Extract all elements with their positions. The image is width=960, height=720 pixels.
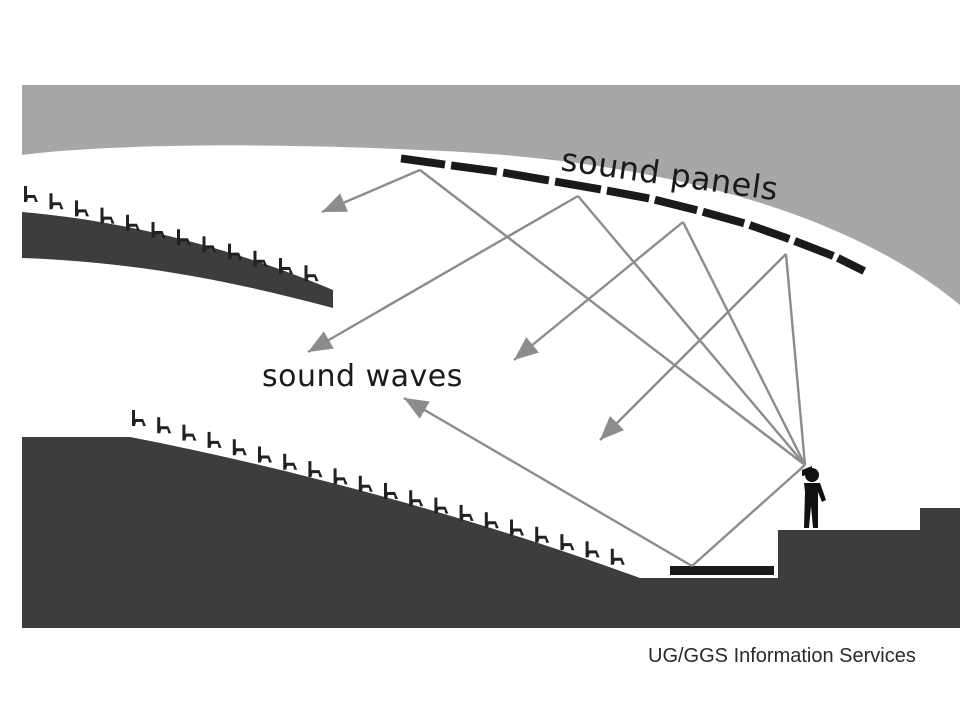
sound-panels [400,154,866,275]
seat-icon [126,214,140,231]
balcony [22,212,333,308]
seat-icon [207,431,222,448]
sound-panel [653,195,699,215]
sound-panel [450,161,498,176]
sound-waves [307,168,807,568]
seat-icon [75,200,89,217]
sound-wave-ray [691,464,806,567]
seat-icon [232,439,247,456]
sound-panel [606,186,650,203]
sound-panel [748,221,791,243]
seat-icon [585,541,600,558]
sound-panel [701,207,746,228]
sound-wave-ray [577,195,806,466]
seat-icon [157,417,172,434]
seat-icon [279,258,293,274]
sound-panel [836,254,866,275]
sound-panel [793,237,835,260]
sound-wave-ray [419,169,806,466]
floor-reflector [670,566,774,575]
arrowhead [308,331,334,352]
seat-icon [610,548,625,565]
arrowhead [404,398,430,419]
seat-icon [132,410,146,426]
seat-icon [100,207,115,224]
seat-icon [333,468,348,485]
seat-icon [304,265,319,282]
seat-icon [409,490,424,507]
sound-wave-ray [403,396,693,568]
seat-icon [283,453,298,470]
seat-icon [228,243,242,260]
seat-icon [24,186,38,202]
arrowhead [322,193,348,212]
sound-panel [502,168,550,185]
audience-seats [24,186,625,565]
seat-icon [358,475,373,492]
seat-icon [258,446,272,463]
seat-icon [177,229,191,246]
ceiling [22,85,960,305]
seat-icon [434,497,449,514]
floor [22,437,960,628]
seat-icon [510,519,524,536]
sound-panel [400,154,446,169]
seat-icon [49,193,64,210]
seat-icon [560,534,575,551]
seat-icon [308,461,323,478]
sound-wave-ray [681,221,807,466]
arrowhead [514,337,539,360]
seat-icon [384,483,398,499]
sound-wave-ray [599,253,787,441]
seat-icon [182,424,197,441]
seat-icon [253,250,268,267]
sound-wave-ray [784,253,807,466]
sound-waves-label: sound waves [262,359,463,394]
seat-icon [151,222,166,238]
sound-wave-ray [513,221,684,361]
sound-panel [554,177,602,194]
seat-icon [484,512,499,529]
seat-icon [202,236,217,253]
seat-icon [459,504,474,521]
arrowhead [600,415,625,440]
sound-wave-ray [307,194,579,354]
speaker-figure-icon [802,466,826,528]
seat-icon [535,526,550,543]
credit-text: UG/GGS Information Services [648,645,916,667]
